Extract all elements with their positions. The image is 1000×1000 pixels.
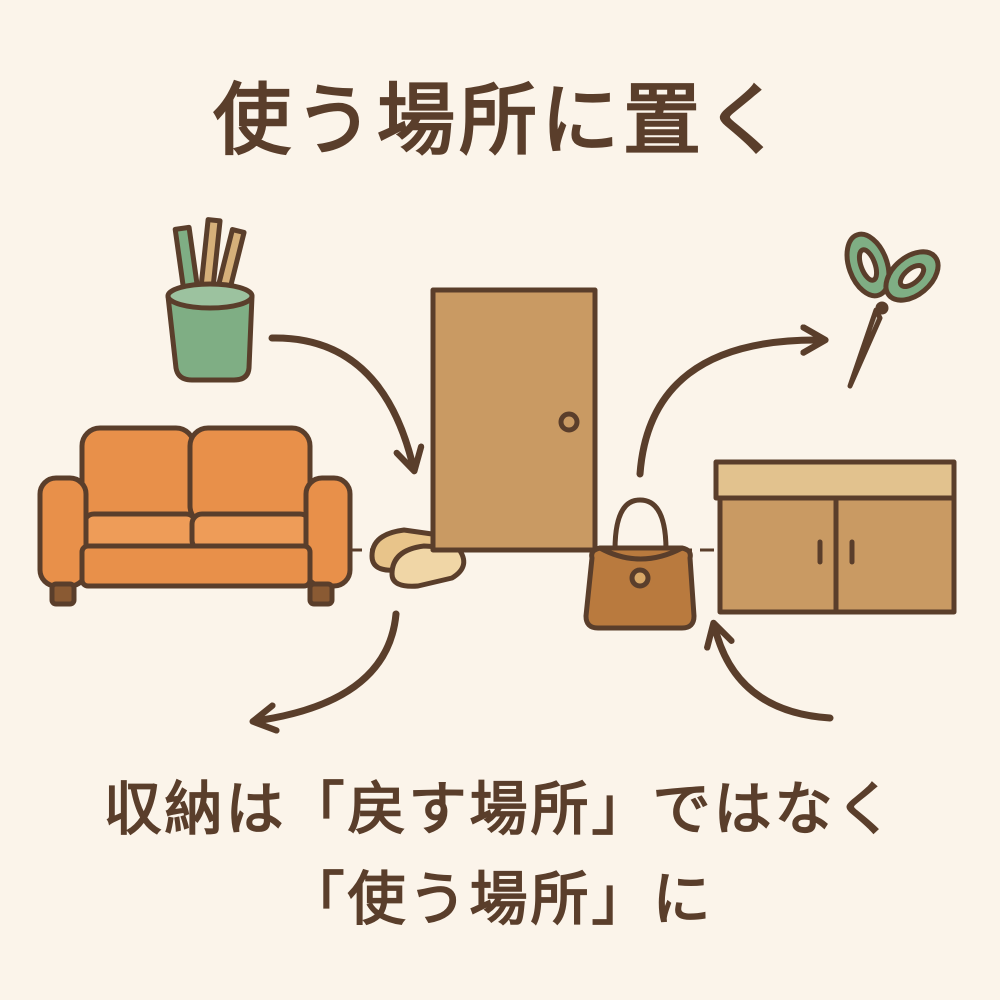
caption-line-2: 「使う場所」に [286, 865, 714, 933]
pencil-cup-icon [165, 217, 255, 383]
scissors-icon [844, 231, 941, 389]
arrow-up-to-bag [704, 619, 834, 722]
door-icon [430, 287, 598, 553]
page-title: 使う場所に置く [212, 76, 787, 166]
sofa-icon [37, 425, 353, 607]
caption-line-1: 収納は「戻す場所」ではなく [103, 775, 897, 843]
handbag-icon [583, 497, 697, 631]
cabinet-icon [713, 459, 957, 615]
arrow-slippers-down [249, 610, 400, 734]
arrow-door-to-scissors [636, 324, 829, 478]
arrow-cup-to-door [268, 334, 425, 475]
